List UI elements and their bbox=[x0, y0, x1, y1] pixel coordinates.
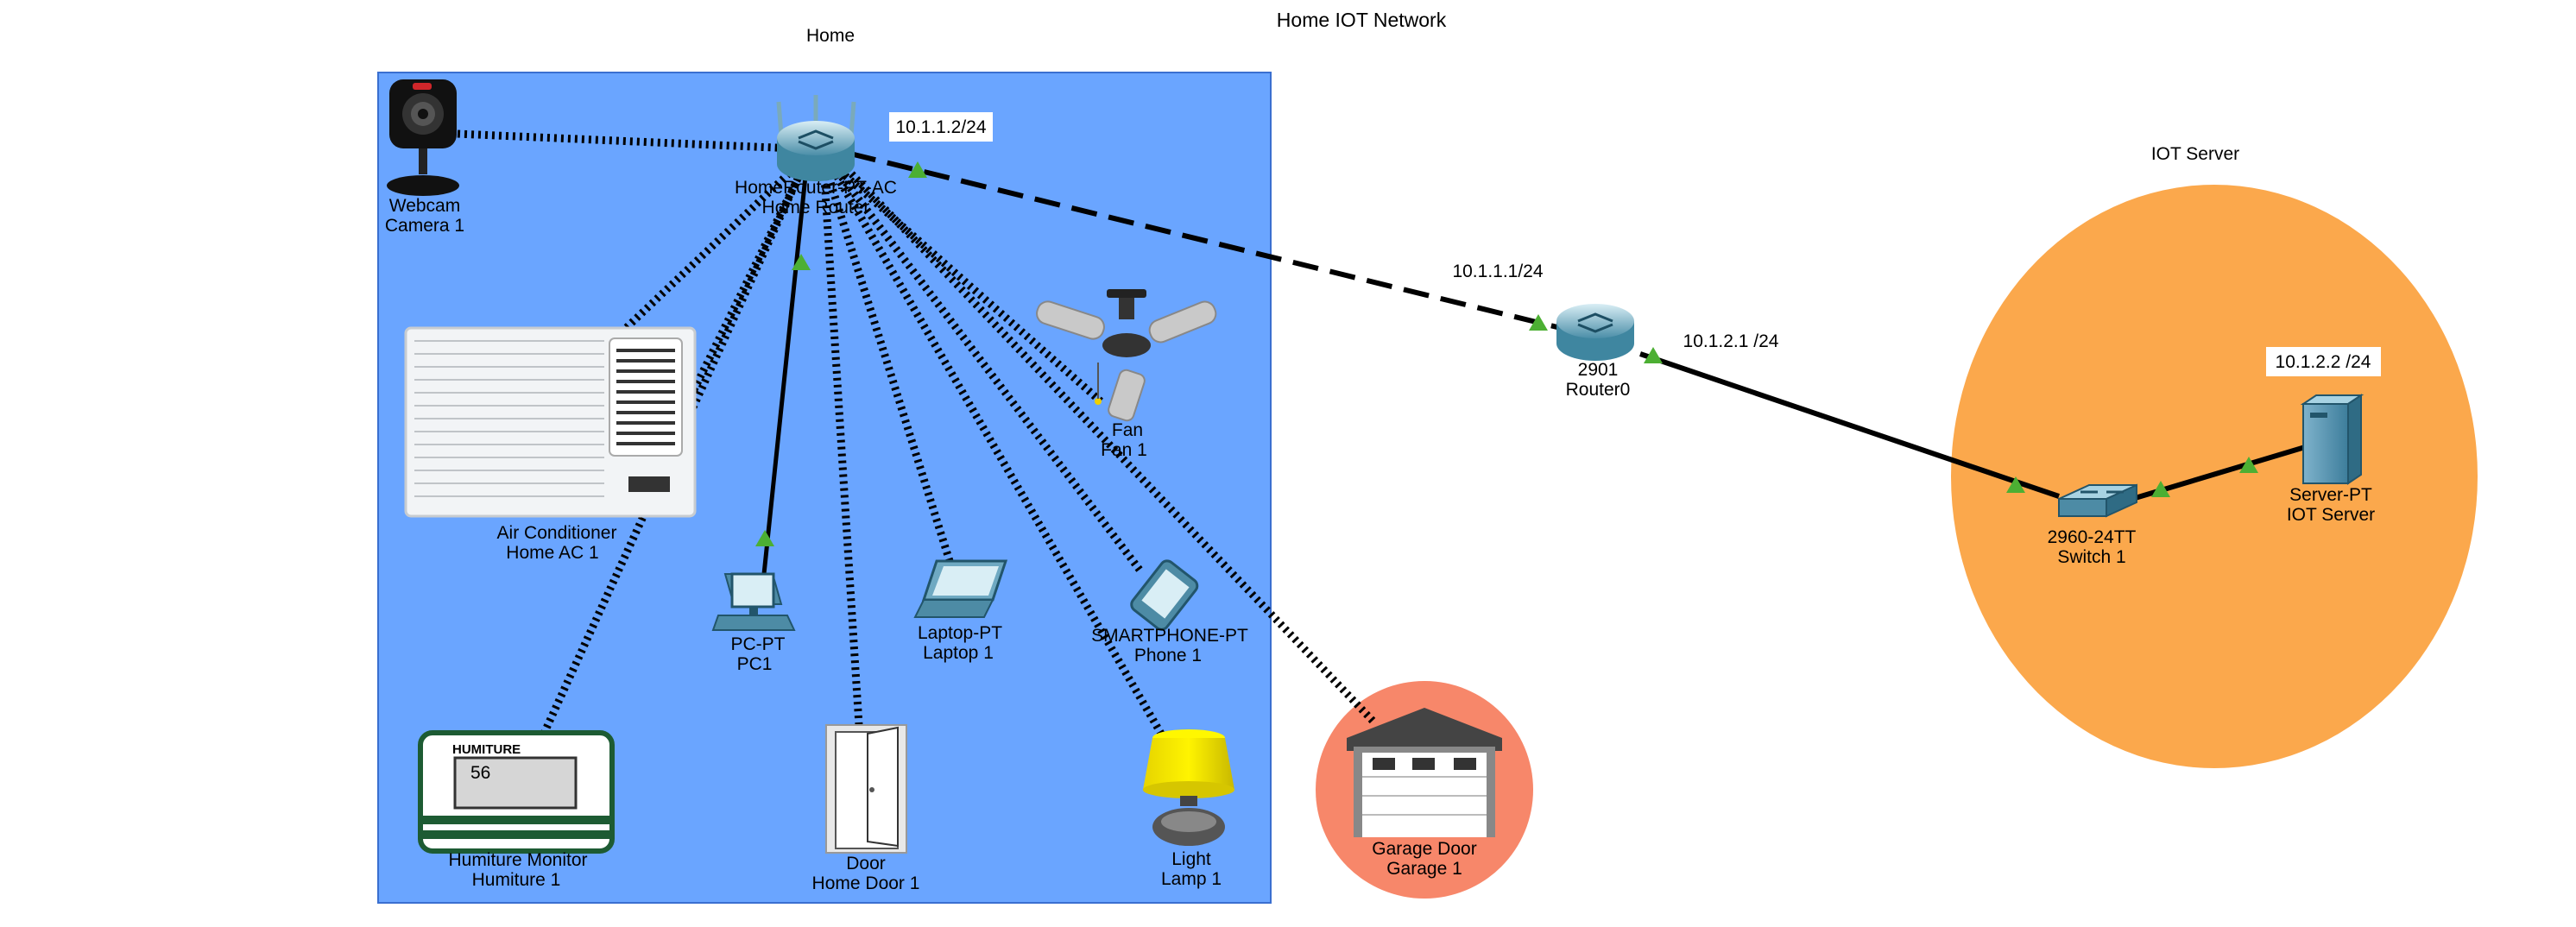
device-door[interactable]: Door Home Door 1 bbox=[812, 724, 920, 893]
wireless-link-door bbox=[820, 176, 863, 726]
ip-label-home-router-text: 10.1.1.2/24 bbox=[895, 117, 986, 137]
ip-label-router0-g1-text: 10.1.2.1 /24 bbox=[1683, 331, 1779, 351]
router0-model-label: 2901 bbox=[1578, 360, 1619, 380]
wireless-link-webcam bbox=[457, 129, 795, 153]
device-laptop[interactable]: Laptop-PT Laptop 1 bbox=[913, 559, 1008, 663]
switch-model-label: 2960-24TT bbox=[2048, 527, 2137, 547]
fan-model-label: Fan bbox=[1112, 420, 1143, 440]
fan-name-label: Fan 1 bbox=[1101, 440, 1147, 460]
air-conditioner-model-label: Air Conditioner bbox=[497, 523, 617, 543]
door-name-label: Home Door 1 bbox=[812, 873, 920, 893]
link-router0-switch bbox=[1639, 351, 2060, 499]
humiture-model-label: Humiture Monitor bbox=[448, 850, 587, 870]
webcam-model-label: Webcam bbox=[389, 196, 460, 216]
ip-label-server: 10.1.2.2 /24 bbox=[2266, 347, 2381, 376]
ceiling-fan-icon bbox=[1036, 289, 1217, 422]
lamp-name-label: Lamp 1 bbox=[1161, 869, 1222, 889]
server-model-label: Server-PT bbox=[2289, 485, 2372, 505]
device-router0[interactable]: 2901 Router0 bbox=[1556, 304, 1634, 400]
laptop-name-label: Laptop 1 bbox=[923, 643, 994, 663]
device-humiture-monitor[interactable]: HUMITURE 56 Humiture Monitor Humiture 1 bbox=[418, 730, 615, 890]
smartphone-model-label: SMARTPHONE-PT bbox=[1091, 626, 1248, 646]
air-conditioner-icon bbox=[404, 326, 697, 518]
link-up-indicator bbox=[908, 161, 927, 178]
lamp-icon bbox=[1143, 729, 1234, 846]
humiture-name-label: Humiture 1 bbox=[472, 870, 561, 890]
door-icon bbox=[825, 724, 907, 854]
wireless-link-fan bbox=[839, 169, 1103, 405]
device-air-conditioner[interactable]: Air Conditioner Home AC 1 bbox=[404, 326, 697, 563]
wireless-link-laptop bbox=[824, 175, 954, 563]
wireless-router-icon bbox=[776, 95, 856, 181]
device-garage-door[interactable]: Garage Door Garage 1 bbox=[1347, 708, 1502, 879]
laptop-icon bbox=[913, 559, 1008, 618]
garage-door-model-label: Garage Door bbox=[1372, 839, 1476, 859]
webcam-icon bbox=[387, 79, 459, 196]
device-pc[interactable]: PC-PT PC1 bbox=[711, 572, 796, 674]
laptop-model-label: Laptop-PT bbox=[918, 623, 1002, 643]
humiture-reading: 56 bbox=[470, 763, 490, 783]
device-fan[interactable]: Fan Fan 1 bbox=[1034, 289, 1219, 460]
wireless-link-ac bbox=[618, 165, 798, 336]
device-switch[interactable]: 2960-24TT Switch 1 bbox=[2048, 483, 2137, 567]
smartphone-icon bbox=[1130, 559, 1199, 631]
link-up-indicator bbox=[1529, 314, 1548, 331]
webcam-name-label: Camera 1 bbox=[385, 216, 464, 236]
home-area-label: Home bbox=[806, 26, 855, 46]
device-lamp[interactable]: Light Lamp 1 bbox=[1143, 729, 1234, 889]
ip-label-home-router: 10.1.1.2/24 bbox=[889, 112, 993, 142]
link-status-indicators bbox=[755, 161, 2258, 546]
pc-name-label: PC1 bbox=[737, 654, 773, 674]
link-up-indicator bbox=[2239, 457, 2258, 473]
router0-name-label: Router0 bbox=[1566, 380, 1631, 400]
garage-door-icon bbox=[1347, 708, 1502, 837]
ip-label-server-text: 10.1.2.2 /24 bbox=[2276, 352, 2371, 372]
air-conditioner-name-label: Home AC 1 bbox=[506, 543, 598, 563]
ip-label-router0-g0: 10.1.1.1/24 bbox=[1442, 256, 1554, 286]
humiture-brand: HUMITURE bbox=[452, 742, 521, 757]
smartphone-name-label: Phone 1 bbox=[1134, 646, 1202, 665]
link-up-indicator bbox=[1644, 347, 1663, 363]
wireless-link-garage bbox=[847, 169, 1376, 724]
device-webcam[interactable]: Webcam Camera 1 bbox=[385, 79, 464, 236]
ip-label-router0-g1: 10.1.2.1 /24 bbox=[1673, 326, 1790, 356]
link-up-indicator bbox=[792, 254, 811, 270]
switch-icon bbox=[2058, 483, 2137, 518]
device-home-router[interactable]: HomeRouter-PT-AC Home Router bbox=[735, 95, 897, 218]
switch-name-label: Switch 1 bbox=[2057, 547, 2125, 567]
ip-label-router0-g0-text: 10.1.1.1/24 bbox=[1452, 262, 1543, 281]
humiture-monitor-icon: HUMITURE 56 bbox=[418, 730, 615, 854]
home-router-model-label: HomeRouter-PT-AC bbox=[735, 178, 897, 198]
garage-door-name-label: Garage 1 bbox=[1386, 859, 1462, 879]
iot-server-area-label: IOT Server bbox=[2151, 144, 2239, 164]
router-icon bbox=[1556, 304, 1634, 361]
link-homerouter-router0 bbox=[849, 151, 1572, 333]
door-model-label: Door bbox=[846, 854, 886, 873]
device-server[interactable]: Server-PT IOT Server bbox=[2287, 394, 2375, 525]
desktop-pc-icon bbox=[711, 572, 796, 631]
diagram-title: Home IOT Network bbox=[1277, 9, 1447, 31]
wireless-link-ac-2 bbox=[678, 175, 803, 416]
link-up-indicator bbox=[2151, 481, 2170, 497]
pc-model-label: PC-PT bbox=[731, 634, 786, 654]
lamp-model-label: Light bbox=[1171, 849, 1211, 869]
link-pc-router bbox=[761, 159, 810, 575]
server-icon bbox=[2300, 394, 2364, 485]
device-smartphone[interactable]: SMARTPHONE-PT Phone 1 bbox=[1091, 558, 1248, 665]
server-name-label: IOT Server bbox=[2287, 505, 2375, 525]
link-up-indicator bbox=[755, 530, 774, 546]
link-up-indicator bbox=[2006, 476, 2025, 493]
home-router-name-label: Home Router bbox=[762, 198, 870, 218]
